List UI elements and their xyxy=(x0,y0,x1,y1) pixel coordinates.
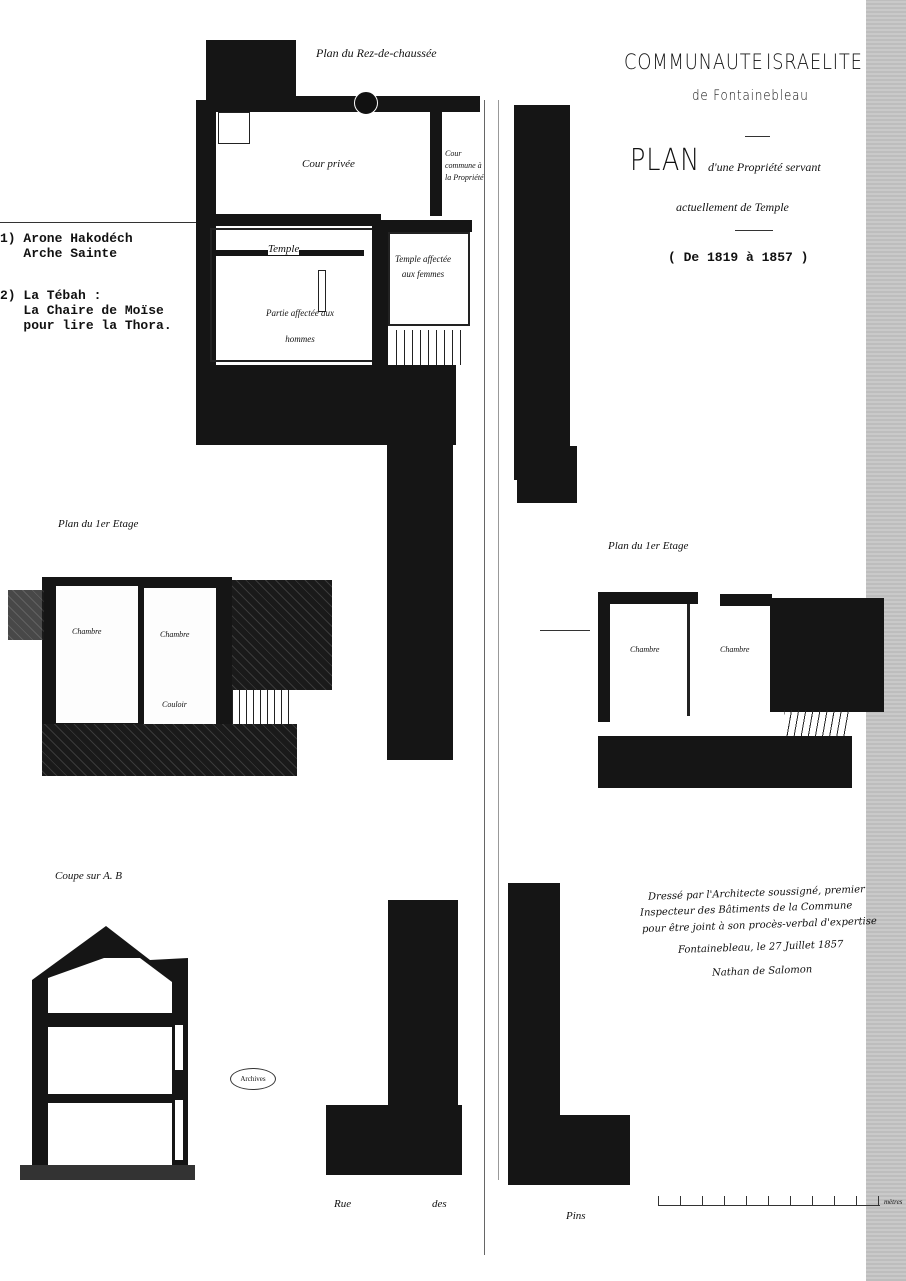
wall xyxy=(8,590,44,640)
street-building xyxy=(326,1105,462,1175)
title-dates: ( De 1819 à 1857 ) xyxy=(668,250,809,265)
wall xyxy=(430,110,442,216)
legend-item-2-line-1: 2) La Tébah : xyxy=(0,288,102,303)
scale-ticks xyxy=(658,1196,880,1205)
title-fontainebleau: de Fontainebleau xyxy=(692,88,809,104)
street-label-pins: Pins xyxy=(566,1210,586,1222)
legend-rule xyxy=(0,222,200,223)
signature-line-5: Nathan de Salomon xyxy=(711,964,813,979)
street-label-rue: Rue xyxy=(334,1198,352,1210)
roof xyxy=(770,598,884,712)
axis-line xyxy=(484,100,485,1255)
first-floor-left-title: Plan du 1er Etage xyxy=(58,518,139,530)
title-sub2: actuellement de Temple xyxy=(676,200,789,214)
neighbour-building xyxy=(517,446,577,503)
signature-line-4: Fontainebleau, le 27 Juillet 1857 xyxy=(677,939,844,956)
label-chambre: Chambre xyxy=(630,645,660,654)
label-chambre: Chambre xyxy=(720,645,750,654)
first-floor-right-title: Plan du 1er Etage xyxy=(608,540,689,552)
arrow xyxy=(540,630,590,631)
street-building xyxy=(508,1115,630,1185)
signature-line-2: Inspecteur des Bâtiments de la Commune xyxy=(639,900,853,919)
scale-line xyxy=(658,1205,880,1206)
latrines xyxy=(218,112,250,144)
label-couloir: Couloir xyxy=(162,700,187,709)
wall xyxy=(42,724,297,776)
wall xyxy=(372,225,388,365)
adjacent-building xyxy=(387,440,453,760)
label-temple-men: Partie affectée aux hommes xyxy=(266,308,334,344)
wall xyxy=(598,592,698,604)
archive-stamp: Archives xyxy=(230,1068,276,1090)
stairs xyxy=(396,330,466,365)
label-temple: Temple xyxy=(268,243,300,255)
label-cour-privee: Cour privée xyxy=(302,158,355,170)
ground-floor-title: Plan du Rez-de-chaussée xyxy=(316,46,437,60)
divider xyxy=(735,230,773,231)
legend-item-2-line-2: La Chaire de Moïse xyxy=(0,303,164,318)
stairs xyxy=(232,690,290,730)
wall xyxy=(598,736,852,788)
title-communaute: COMMUNAUTE xyxy=(624,50,764,74)
well-icon xyxy=(354,91,378,115)
scale-label: mètres xyxy=(884,1198,903,1206)
wall xyxy=(196,365,456,445)
label-chambre: Chambre xyxy=(160,630,190,639)
axis-line xyxy=(498,100,499,1180)
neighbour-building xyxy=(514,105,570,480)
label-temple-women: Temple affectée aux femmes xyxy=(395,254,451,279)
temple-women-room xyxy=(388,232,470,326)
wall xyxy=(206,96,480,112)
room xyxy=(144,588,216,724)
room xyxy=(56,586,138,723)
wall xyxy=(720,594,772,606)
title-israelite: ISRAELITE xyxy=(766,50,863,74)
tebah xyxy=(318,270,326,312)
label-cour-commune: Cour commune à la Propriété xyxy=(445,149,484,182)
wall xyxy=(687,604,690,716)
roof-hatched xyxy=(232,580,332,690)
signature-line-3: pour être joint à son procès-verbal d'ex… xyxy=(641,915,878,936)
wall xyxy=(598,592,610,722)
label-chambre: Chambre xyxy=(72,627,102,636)
legend-item-2-line-3: pour lire la Thora. xyxy=(0,318,172,333)
section-title: Coupe sur A. B xyxy=(55,870,123,882)
street-label-des: des xyxy=(432,1198,447,1210)
legend-item-1-line-2: Arche Sainte xyxy=(0,246,118,261)
legend-item-1-line-1: 1) Arone Hakodéch xyxy=(0,231,133,246)
wall xyxy=(206,214,381,226)
wall xyxy=(372,220,472,232)
section-drawing xyxy=(20,926,195,1180)
title-plan: PLAN xyxy=(630,143,701,178)
title-sub1: d'une Propriété servant xyxy=(708,160,821,174)
divider xyxy=(745,136,770,137)
